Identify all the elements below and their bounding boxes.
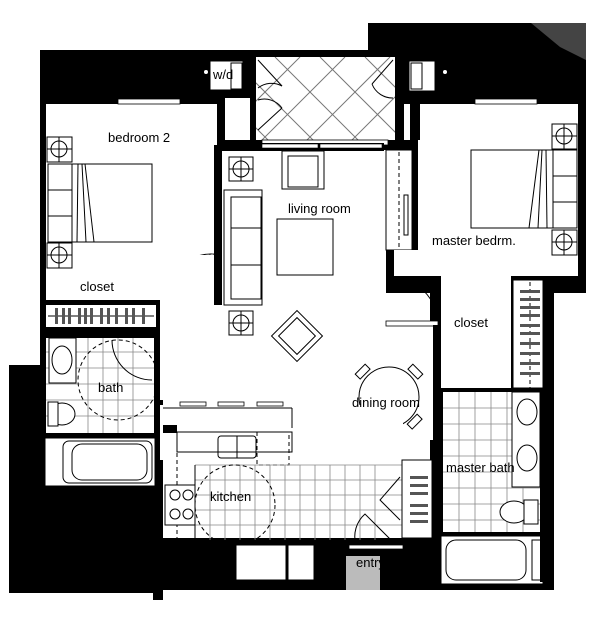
bath-area (44, 337, 159, 487)
room-labels: bedroom 2 living room master bedrm. clos… (80, 67, 516, 570)
label-washer-dryer: w/d (212, 67, 233, 82)
living-area (160, 143, 441, 460)
master-closet-area (441, 276, 544, 389)
entry-threshold (346, 556, 380, 590)
balcony-area (256, 57, 395, 146)
laundry-area (204, 60, 447, 140)
label-bedroom-2: bedroom 2 (108, 130, 170, 145)
label-master-bath: master bath (446, 460, 515, 475)
label-dining-room: dining room (352, 395, 420, 410)
label-master-closet: closet (454, 315, 488, 330)
label-entry: entry (356, 555, 385, 570)
kitchen-area (163, 401, 433, 590)
label-living-room: living room (288, 201, 351, 216)
balcony-shade (531, 23, 586, 60)
master-bedroom-area (394, 98, 578, 276)
label-bedroom-2-closet: closet (80, 279, 114, 294)
bedroom-2-closet-area (46, 305, 156, 327)
label-bath: bath (98, 380, 123, 395)
label-master-bedroom: master bedrm. (432, 233, 516, 248)
window (117, 98, 181, 105)
master-bath-area (440, 391, 545, 585)
label-kitchen: kitchen (210, 489, 251, 504)
